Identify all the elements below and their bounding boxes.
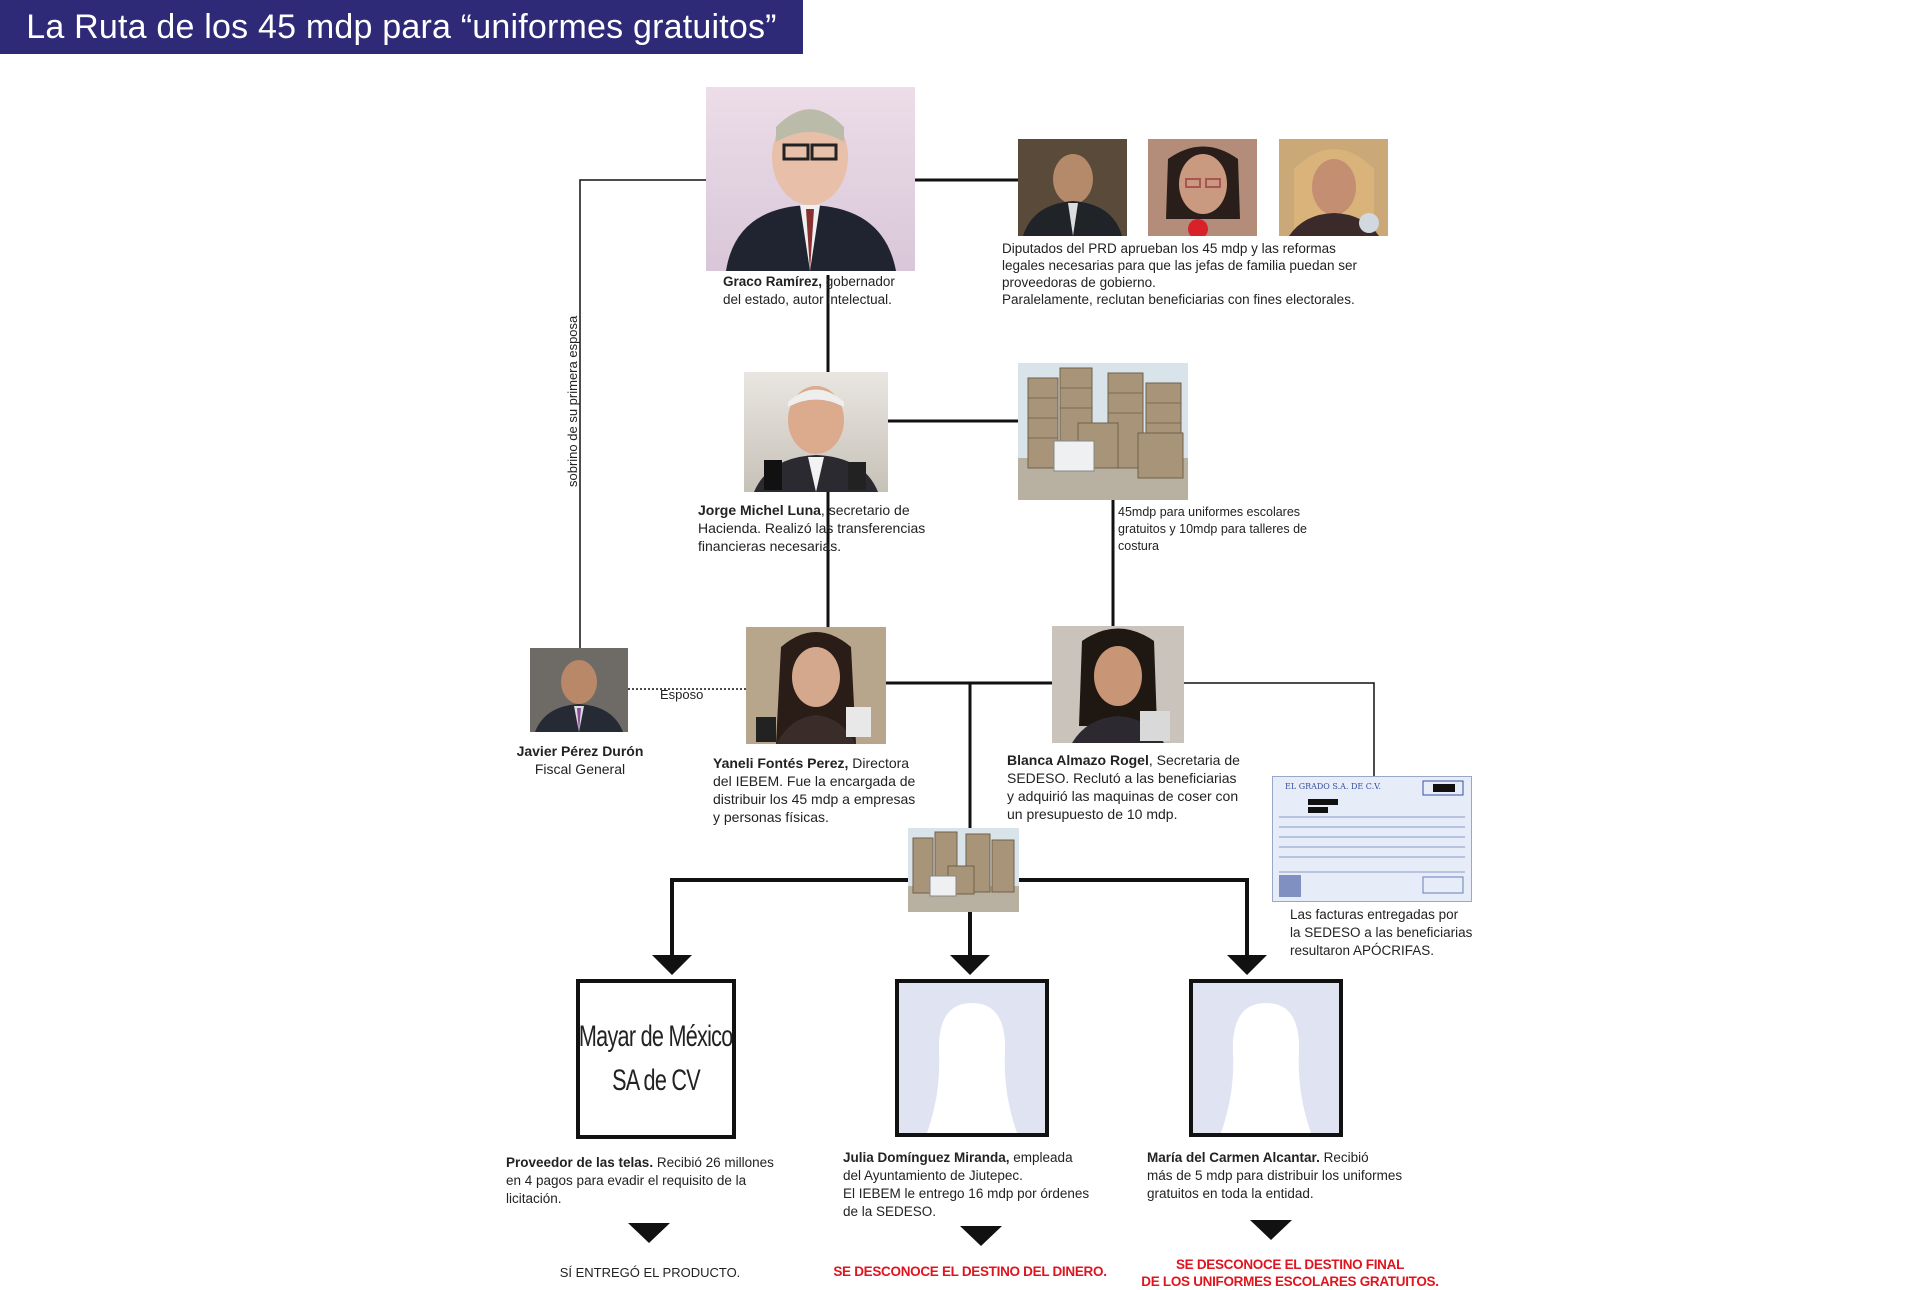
money-caption: 45mdp para uniformes escolares gratuitos… — [1118, 505, 1307, 553]
down-arrow-icon — [1250, 1220, 1292, 1240]
factura-caption: Las facturas entregadas por la SEDESO a … — [1290, 907, 1473, 958]
money-stack-photo-2 — [908, 828, 1019, 912]
down-arrow-icon — [950, 955, 990, 975]
maria-name: María del Carmen Alcantar. — [1147, 1150, 1320, 1165]
mayar-line1: Mayar de México — [579, 1020, 733, 1053]
blanca-caption: Blanca Almazo Rogel, Secretaria de SEDES… — [1007, 752, 1240, 822]
down-arrow-icon — [960, 1226, 1002, 1246]
diputado-photo-1 — [1018, 139, 1127, 236]
jorge-name: Jorge Michel Luna — [698, 502, 821, 518]
julia-silhouette-box — [895, 979, 1049, 1137]
money-stack-photo — [1018, 363, 1188, 500]
maria-outcome: SE DESCONOCE EL DESTINO FINAL DE LOS UNI… — [1141, 1257, 1439, 1289]
maria-silhouette-box — [1189, 979, 1343, 1137]
title-banner: La Ruta de los 45 mdp para “uniformes gr… — [0, 0, 803, 54]
julia-caption: Julia Domínguez Miranda, empleada del Ay… — [843, 1150, 1090, 1219]
jorge-michel-luna-photo — [744, 372, 888, 492]
proveedor-outcome: SÍ ENTREGÓ EL PRODUCTO. — [559, 1265, 741, 1280]
esposo-label: Esposo — [660, 687, 704, 702]
yaneli-name: Yaneli Fontés Perez, — [713, 755, 849, 771]
javier-name: Javier Pérez Durón — [516, 743, 644, 759]
diputados-caption: Diputados del PRD aprueban los 45 mdp y … — [1002, 241, 1357, 307]
julia-outcome: SE DESCONOCE EL DESTINO DEL DINERO. — [833, 1264, 1107, 1279]
diputado-photo-3 — [1279, 139, 1388, 236]
javier-caption: Javier Pérez Durón Fiscal General — [516, 743, 644, 777]
invoice-image: EL GRADO S.A. DE C.V. — [1272, 776, 1472, 902]
blanca-almazo-photo — [1052, 626, 1184, 743]
relation-label: sobrino de su primera esposa — [565, 315, 580, 487]
silhouette-icon — [1221, 1003, 1311, 1133]
silhouette-icon — [927, 1003, 1017, 1133]
proveedor-name: Proveedor de las telas. — [506, 1155, 654, 1170]
graco-ramirez-photo — [706, 87, 915, 271]
down-arrow-icon — [628, 1223, 670, 1243]
yaneli-fontes-photo — [746, 627, 886, 744]
julia-name: Julia Domínguez Miranda, — [843, 1150, 1010, 1165]
mayar-de-mexico-box: Mayar de México SA de CV — [576, 979, 736, 1139]
graco-caption: Graco Ramírez, gobernador del estado, au… — [723, 274, 895, 307]
down-arrow-icon — [1227, 955, 1267, 975]
page-title: La Ruta de los 45 mdp para “uniformes gr… — [26, 7, 777, 46]
proveedor-caption: Proveedor de las telas. Recibió 26 millo… — [506, 1155, 774, 1206]
invoice-header: EL GRADO S.A. DE C.V. — [1285, 782, 1381, 791]
yaneli-caption: Yaneli Fontés Perez, Directora del IEBEM… — [713, 755, 916, 825]
graco-name: Graco Ramírez, — [723, 274, 823, 289]
mayar-line2: SA de CV — [612, 1064, 701, 1097]
down-arrow-icon — [652, 955, 692, 975]
jorge-caption: Jorge Michel Luna, secretario de Haciend… — [698, 502, 926, 554]
maria-caption: María del Carmen Alcantar. Recibió más d… — [1147, 1150, 1403, 1201]
javier-perez-duron-photo — [530, 648, 628, 732]
diputado-photo-2 — [1148, 139, 1257, 236]
blanca-name: Blanca Almazo Rogel — [1007, 752, 1149, 768]
